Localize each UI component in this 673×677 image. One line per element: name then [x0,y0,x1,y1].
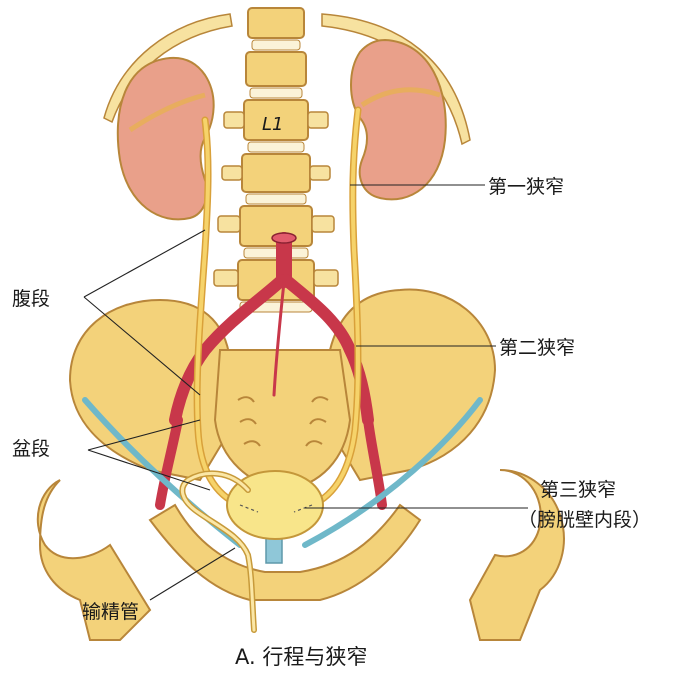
left-common-iliac-artery [169,274,288,426]
label-third-narrowing: 第三狭窄 [540,479,616,501]
right-inguinal-ligament [302,397,483,548]
pelvis [36,288,565,641]
leader-abdominal-a [83,229,206,298]
vertebra-label: L1 [262,114,283,135]
pubic-arch [148,503,422,601]
label-second-narrowing: 第二狭窄 [499,337,575,359]
bladder-body [226,470,324,540]
vertebra-2 [245,51,307,87]
right-femur-head [468,469,565,641]
median-sacral-artery [272,280,286,397]
left-kidney [116,56,215,221]
left-femur-head [36,479,152,641]
leader-lines [83,184,528,601]
left-rib [103,13,233,124]
sacral-foramina [237,396,329,447]
leader-abdominal-b [83,296,201,396]
right-ureter [310,108,360,507]
label-intramural-segment: （膀胱壁内段） [518,509,651,531]
right-common-iliac-artery [280,274,374,426]
sacrum [213,349,352,492]
left-external-iliac-artery [155,415,183,510]
vertebra-4 [241,153,311,193]
label-vas-deferens: 输精管 [82,601,139,623]
leader-vas-deferens [149,547,236,601]
vas-deferens-duct [180,471,256,632]
label-pelvic-segment: 盆段 [12,438,50,460]
vertebra-1 [247,7,305,39]
bladder [226,470,324,540]
right-kidney [350,38,447,201]
labels: 第一狭窄 腹段 第二狭窄 盆段 第三狭窄 （膀胱壁内段） 输精管 A. 行程与狭… [12,176,651,669]
label-abdominal-segment: 腹段 [12,288,50,310]
vas-deferens [179,470,257,633]
leader-pelvic-b [87,449,211,491]
figure-caption: A. 行程与狭窄 [235,645,367,669]
label-first-narrowing: 第一狭窄 [488,176,564,198]
left-iliac-wing [68,298,231,482]
kidneys [116,38,447,221]
leader-pelvic-a [87,419,201,451]
